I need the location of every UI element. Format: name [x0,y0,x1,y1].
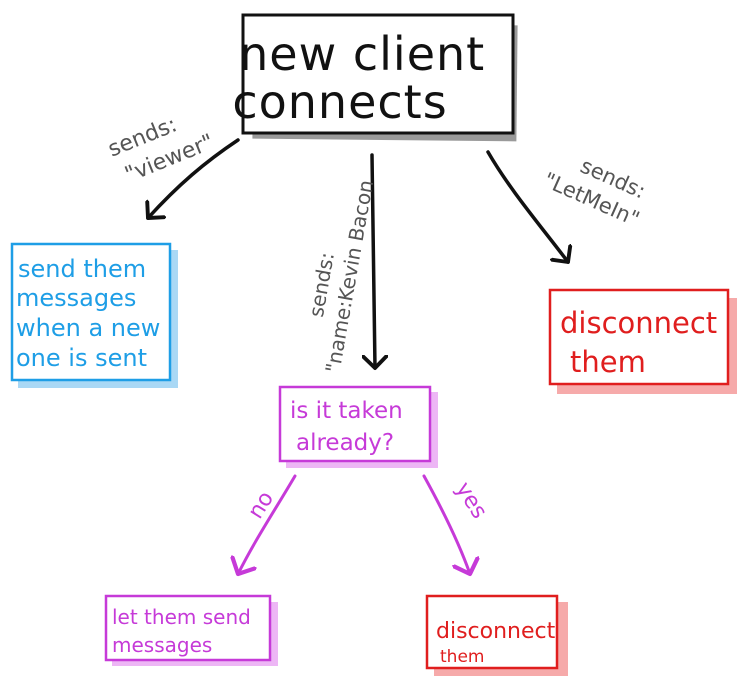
root-node-box [241,13,515,135]
letmein-result-line-1: disconnect [560,306,717,340]
no-result-line-1: let them send [112,605,251,629]
root-node-line-1: new client [239,27,485,81]
arrow-root-to-viewer [148,138,240,218]
no-result-text: let them send messages [112,605,257,657]
yes-result-line-2: them [440,647,484,667]
letmein-result-node: disconnect them [548,288,737,394]
arrow-taken-to-yes [422,474,470,574]
letmein-result-box [548,288,730,386]
taken-question-node: is it taken already? [278,385,438,468]
yes-result-box [425,594,559,670]
arrow-root-to-name [372,153,375,368]
no-result-node: let them send messages [104,594,278,666]
edge-label-letmein: sends: "LetMeIn" [540,142,655,231]
viewer-result-line-3: when a new [16,314,160,342]
letmein-result-text: disconnect them [560,306,726,379]
root-node-text: new client connects [232,27,501,129]
yes-result-text: disconnect them [436,619,560,667]
edge-label-no: no [243,487,279,523]
viewer-result-node: send them messages when a new one is sen… [10,242,178,388]
yes-result-node: disconnect them [425,594,568,676]
edge-label-viewer: sends: "viewer" [105,102,218,190]
viewer-result-line-1: send them [18,255,146,283]
viewer-result-line-2: messages [16,284,136,312]
taken-question-text: is it taken already? [290,398,410,456]
viewer-result-box [10,242,172,382]
taken-question-box [278,385,432,463]
arrow-root-to-letmein [486,150,568,262]
taken-question-line-2: already? [296,430,394,456]
letmein-result-line-2: them [570,345,646,379]
viewer-result-line-4: one is sent [16,344,147,372]
viewer-result-text: send them messages when a new one is sen… [16,255,168,372]
edge-label-yes: yes [450,478,491,524]
no-result-box [104,594,272,662]
edge-label-name: sends: "name:Kevin Bacon [295,174,378,375]
arrow-taken-to-no [238,474,297,574]
root-node-line-2: connects [232,75,447,129]
no-result-line-2: messages [112,633,212,657]
taken-question-line-1: is it taken [290,398,403,424]
yes-result-line-1: disconnect [436,619,556,644]
root-node: new client connects [232,13,518,142]
